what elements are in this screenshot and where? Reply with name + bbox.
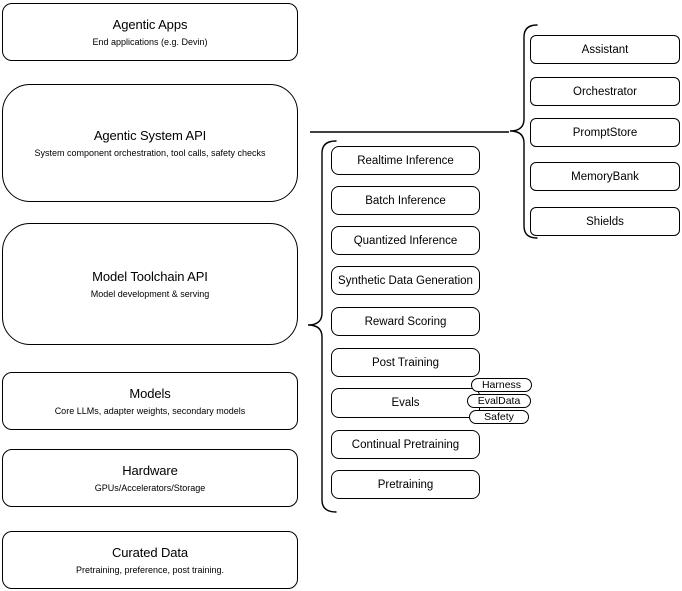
- node-label: Reward Scoring: [364, 315, 447, 328]
- node-title: Hardware: [122, 462, 178, 478]
- tag-safety: Safety: [469, 410, 529, 424]
- node-synthetic-data-generation: Synthetic Data Generation: [331, 266, 480, 295]
- node-curated-data: Curated Data Pretraining, preference, po…: [2, 531, 298, 589]
- node-model-toolchain-api: Model Toolchain API Model development & …: [2, 223, 298, 345]
- tag-label: EvalData: [477, 395, 521, 407]
- node-subtitle: GPUs/Accelerators/Storage: [94, 482, 206, 493]
- node-subtitle: Model development & serving: [90, 288, 210, 299]
- node-label: Synthetic Data Generation: [338, 274, 473, 287]
- node-title: Agentic System API: [93, 127, 207, 143]
- toolchain-services-brace: [307, 140, 337, 513]
- node-orchestrator: Orchestrator: [530, 77, 680, 106]
- node-agentic-system-api: Agentic System API System component orch…: [2, 84, 298, 202]
- node-hardware: Hardware GPUs/Accelerators/Storage: [2, 449, 298, 507]
- node-label: Shields: [586, 215, 624, 228]
- node-post-training: Post Training: [331, 348, 480, 377]
- node-label: PromptStore: [572, 126, 638, 139]
- node-label: Continual Pretraining: [351, 438, 460, 451]
- tag-evaldata: EvalData: [467, 394, 531, 408]
- node-subtitle: Pretraining, preference, post training.: [75, 564, 225, 575]
- node-subtitle: System component orchestration, tool cal…: [34, 147, 266, 158]
- node-title: Model Toolchain API: [92, 268, 208, 284]
- tag-label: Safety: [484, 411, 514, 423]
- node-evals: Evals: [331, 388, 480, 418]
- node-reward-scoring: Reward Scoring: [331, 307, 480, 336]
- node-memorybank: MemoryBank: [530, 162, 680, 191]
- node-title: Models: [129, 385, 171, 401]
- node-label: Evals: [391, 397, 420, 409]
- tag-label: Harness: [481, 379, 522, 391]
- node-batch-inference: Batch Inference: [331, 186, 480, 215]
- node-label: Post Training: [371, 356, 440, 369]
- tag-harness: Harness: [471, 378, 532, 392]
- node-subtitle: End applications (e.g. Devin): [92, 36, 208, 47]
- node-label: Pretraining: [377, 478, 434, 491]
- node-label: Orchestrator: [573, 85, 637, 98]
- node-title: Agentic Apps: [112, 16, 188, 32]
- node-title: Curated Data: [111, 544, 189, 560]
- node-assistant: Assistant: [530, 35, 680, 64]
- node-shields: Shields: [530, 207, 680, 236]
- node-continual-pretraining: Continual Pretraining: [331, 430, 480, 459]
- system-components-brace: [509, 24, 538, 239]
- node-label: Batch Inference: [365, 194, 446, 207]
- node-realtime-inference: Realtime Inference: [331, 146, 480, 175]
- node-pretraining: Pretraining: [331, 470, 480, 499]
- node-label: Assistant: [581, 43, 629, 56]
- node-agentic-apps: Agentic Apps End applications (e.g. Devi…: [2, 3, 298, 61]
- node-promptstore: PromptStore: [530, 118, 680, 147]
- node-label: Realtime Inference: [357, 154, 454, 167]
- node-label: Quantized Inference: [353, 234, 458, 247]
- node-label: MemoryBank: [571, 170, 639, 183]
- node-models: Models Core LLMs, adapter weights, secon…: [2, 372, 298, 430]
- node-subtitle: Core LLMs, adapter weights, secondary mo…: [54, 405, 246, 416]
- node-quantized-inference: Quantized Inference: [331, 226, 480, 255]
